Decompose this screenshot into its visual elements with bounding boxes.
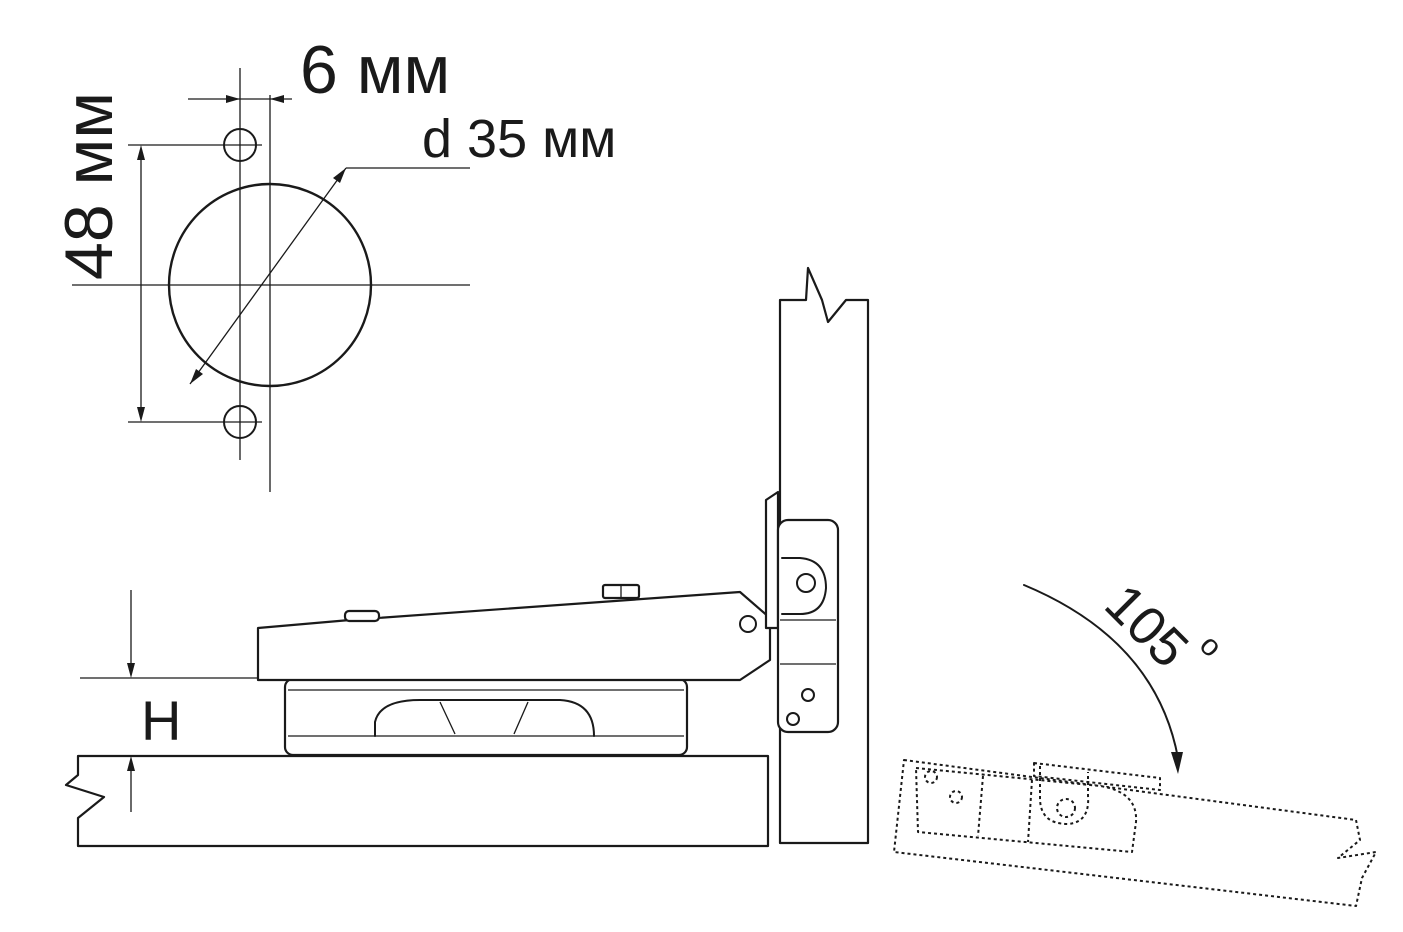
overlay-dimension: H (80, 590, 288, 812)
label-48mm: 48 мм (51, 92, 127, 280)
hinge-cup (283, 677, 689, 757)
arrow-h-top (127, 663, 135, 678)
arm-body (256, 590, 772, 682)
plate-screw-1 (801, 688, 815, 702)
arrow-6-left (226, 95, 240, 103)
open-plate (915, 767, 1138, 853)
plate-knuckle (781, 557, 827, 615)
diameter-arrow-bottom (190, 369, 203, 384)
cup-detail-1 (439, 701, 456, 735)
screw-hole-top (223, 128, 257, 162)
label-d35mm: d 35 мм (422, 109, 616, 169)
open-arm-bracket (1033, 762, 1161, 791)
open-screw-1 (924, 770, 938, 784)
plate-pivot (796, 573, 816, 593)
hinge-arm (256, 583, 772, 682)
screw-hole-bottom (223, 405, 257, 439)
door-body (64, 754, 770, 848)
adjustment-screw-left (343, 609, 381, 623)
arm-pivot (739, 615, 757, 633)
plate-screw-2 (786, 712, 800, 726)
open-plate-division-1 (977, 775, 984, 837)
diameter-arrow-top (333, 168, 346, 183)
door-panel-open (893, 759, 1377, 907)
open-pivot (1056, 798, 1076, 818)
mounting-plate (764, 490, 840, 734)
label-angle-105: 105 (1094, 573, 1200, 679)
cup-hole (167, 182, 373, 388)
arrow-6-right (270, 95, 284, 103)
open-plate-division-2 (1027, 779, 1033, 843)
drilling-scheme: 6 мм d 35 мм 48 мм (51, 32, 616, 492)
label-degree: o (1193, 629, 1228, 664)
cup-detail-2 (513, 701, 529, 735)
cup-arch (374, 699, 595, 737)
diameter-leader (189, 167, 347, 385)
arrow-48-top (137, 145, 145, 160)
angle-arc (1023, 584, 1179, 759)
arrow-h-bottom (127, 756, 135, 771)
door-panel-closed (64, 754, 770, 848)
angle-arrow (1171, 752, 1183, 774)
open-screw-2 (949, 790, 963, 804)
label-6mm: 6 мм (300, 32, 450, 108)
arrow-48-bottom (137, 407, 145, 422)
opening-angle: 105 o (1023, 573, 1228, 774)
label-h: H (141, 689, 181, 752)
plate-hinge-bracket (764, 490, 780, 630)
